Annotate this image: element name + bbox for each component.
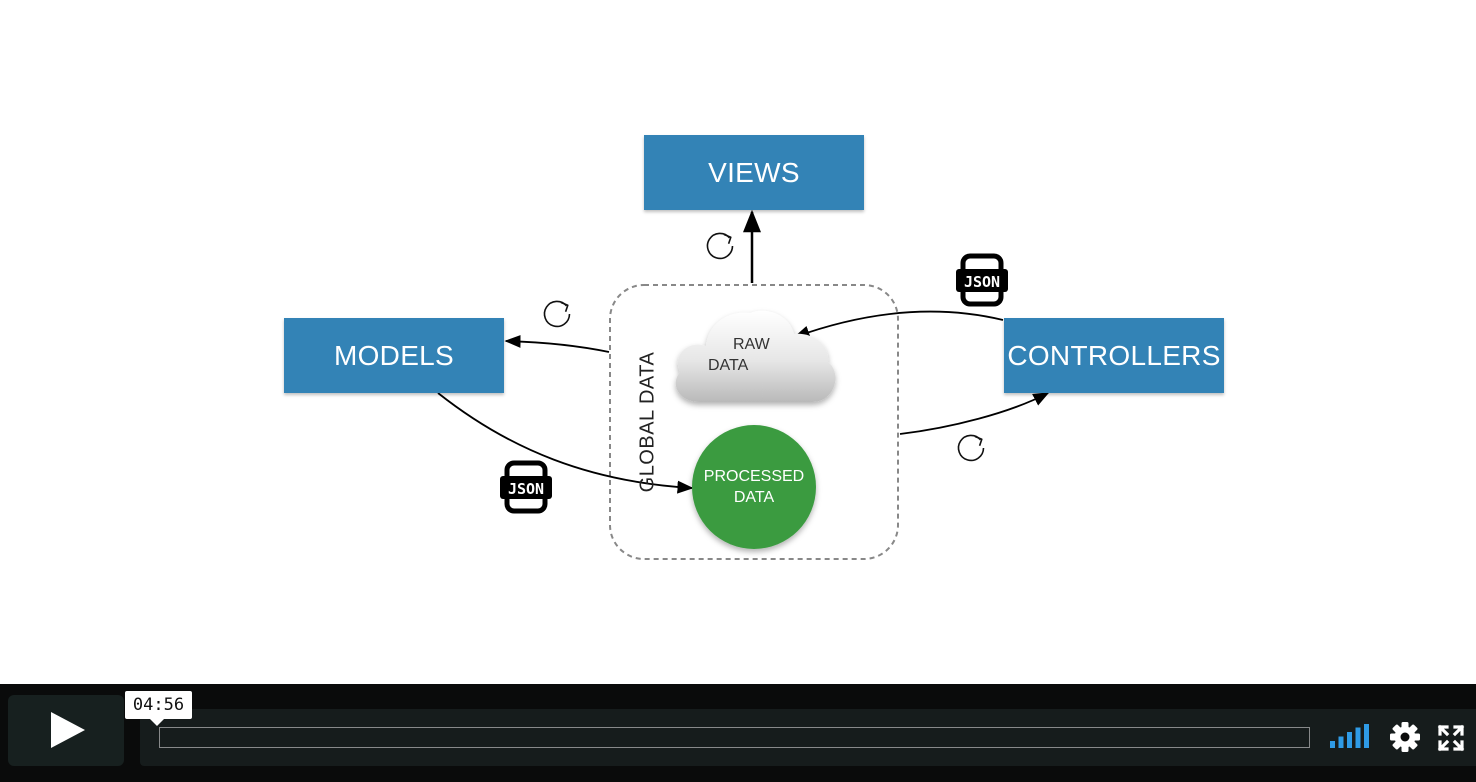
mvc-diagram: JSON JSON (437, 209, 1050, 560)
arrow-models-to-processed (437, 392, 694, 494)
track-panel (140, 709, 1476, 766)
global-data-container (609, 284, 899, 560)
raw-data-cloud (675, 310, 836, 402)
arrow-controllers-to-raw (793, 310, 1004, 339)
json-badge-text: JSON (508, 480, 544, 498)
processed-data-line2: DATA (733, 489, 775, 506)
volume-bar[interactable] (1364, 724, 1369, 748)
raw-data-label: RAW DATA (708, 334, 778, 376)
volume-bar[interactable] (1355, 727, 1361, 749)
volume-bar[interactable] (1347, 732, 1352, 748)
controllers-label: CONTROLLERS (1007, 339, 1221, 371)
volume-bar[interactable] (1338, 736, 1344, 749)
time-tooltip: 04:56 (125, 691, 192, 719)
fullscreen-icon[interactable] (1437, 724, 1465, 752)
raw-data-line1: RAW (733, 336, 770, 353)
json-file-icon: JSON (500, 460, 552, 514)
refresh-icon (543, 300, 571, 328)
gear-icon[interactable] (1389, 721, 1421, 753)
raw-data-line2: DATA (708, 357, 749, 374)
player-control-bar: 04:56 (0, 684, 1476, 782)
controllers-box: CONTROLLERS (1004, 318, 1224, 393)
progress-bar[interactable] (159, 727, 1310, 748)
refresh-icon (957, 434, 985, 462)
processed-data-circle (692, 425, 816, 549)
tooltip-pointer (150, 719, 164, 726)
play-button[interactable] (8, 695, 124, 766)
json-badge-text: JSON (964, 273, 1000, 291)
volume-bar[interactable] (1330, 741, 1335, 748)
processed-data-label: PROCESSED DATA (694, 466, 814, 508)
arrow-to-models (504, 334, 610, 353)
models-box: MODELS (284, 318, 504, 393)
global-data-label: GLOBAL DATA (636, 351, 659, 493)
processed-data-line1: PROCESSED (703, 468, 805, 485)
views-box: VIEWS (644, 135, 864, 210)
arrow-to-controllers (899, 392, 1050, 435)
volume-icon[interactable] (1328, 724, 1372, 750)
play-icon (51, 712, 85, 748)
models-label: MODELS (333, 339, 455, 371)
json-file-icon: JSON (956, 253, 1008, 307)
views-label: VIEWS (708, 156, 800, 188)
video-frame[interactable]: JSON JSON VIEWS MODELS CONTROLLERS GLOBA… (0, 0, 1476, 684)
refresh-icon (706, 232, 734, 260)
